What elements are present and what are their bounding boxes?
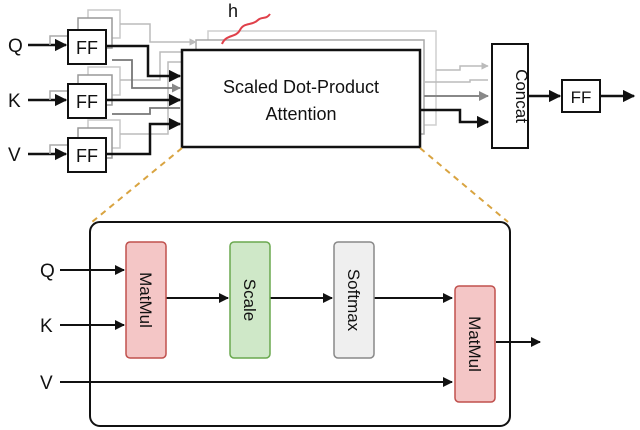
input-v-label: V: [8, 145, 21, 166]
input-q-label: Q: [8, 36, 23, 57]
detail-arrows: [60, 265, 541, 387]
output-ff-box: FF: [561, 79, 601, 113]
output-ff-label: FF: [571, 88, 592, 107]
attention-to-concat-lines: [420, 62, 490, 129]
ff-q: FF: [67, 29, 107, 65]
matmul-1-label: MatMul: [136, 272, 155, 328]
matmul-box-2: MatMul: [454, 285, 496, 403]
matmul-2-label: MatMul: [465, 316, 484, 372]
attention-label-line2: Attention: [265, 104, 336, 124]
detail-panel: Q K V MatMul Scale Softmax: [40, 221, 541, 427]
matmul-box-1: MatMul: [125, 241, 167, 359]
ff-k: FF: [67, 83, 107, 119]
ff-v: FF: [67, 137, 107, 173]
scale-label: Scale: [240, 279, 259, 322]
concat-box: Concat: [491, 43, 531, 149]
heads-brace: h: [221, 1, 271, 45]
detail-input-k-label: K: [40, 316, 53, 337]
input-arrows: [28, 38, 68, 161]
attention-box: Scaled Dot-Product Attention: [180, 48, 422, 149]
zoom-lines: [91, 147, 509, 223]
ff-k-label: FF: [76, 92, 98, 112]
ff-to-attention-lines: [106, 44, 182, 156]
ff-q-label: FF: [76, 38, 98, 58]
softmax-label: Softmax: [344, 269, 363, 332]
detail-input-v-label: V: [40, 373, 53, 394]
softmax-box: Softmax: [333, 241, 375, 359]
attention-label-line1: Scaled Dot-Product: [223, 77, 379, 97]
scale-box: Scale: [229, 241, 271, 359]
concat-label: Concat: [512, 69, 531, 123]
input-k-label: K: [8, 91, 21, 112]
ff-v-label: FF: [76, 146, 98, 166]
top-section: Q K V FF FF FF: [8, 1, 636, 173]
heads-label: h: [228, 1, 238, 21]
detail-input-q-label: Q: [40, 261, 55, 282]
